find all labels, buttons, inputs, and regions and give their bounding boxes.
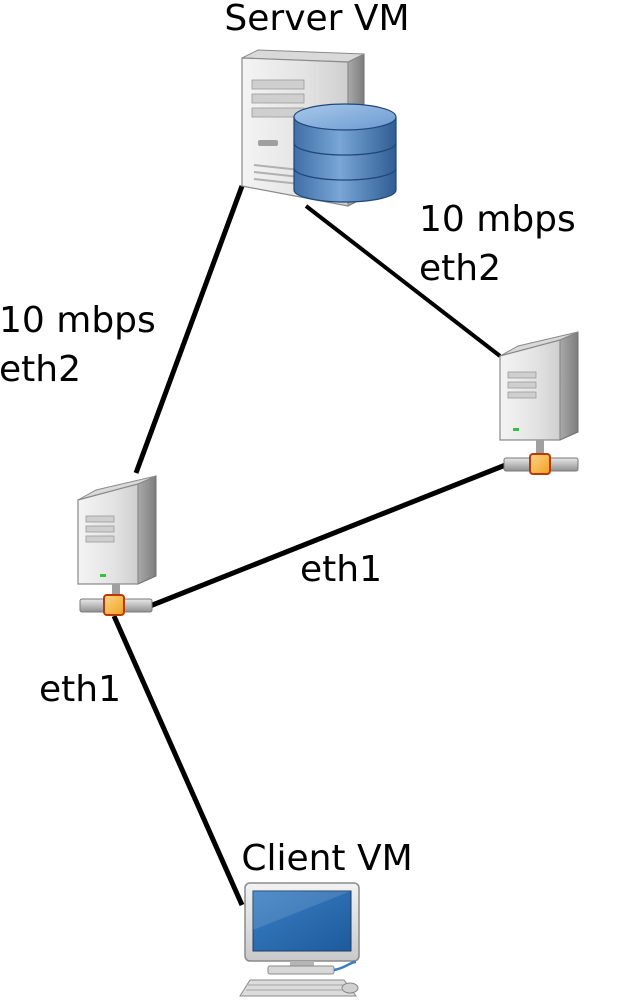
client-label: Client VM	[241, 838, 412, 879]
network-links	[111, 185, 509, 907]
link-left-router-client	[111, 614, 245, 907]
link-server-left-router	[133, 185, 245, 474]
link-labels: 10 mbps eth2 10 mbps eth2 eth1 eth1	[0, 199, 576, 710]
router-tower-icon	[77, 475, 157, 616]
link-interface-label-right: eth2	[419, 248, 501, 289]
right-router-node	[499, 331, 579, 475]
link-interface-label-client: eth1	[39, 669, 121, 710]
link-left-router-right-router	[149, 461, 509, 609]
link-speed-label-right: 10 mbps	[419, 199, 576, 240]
router-tower-icon	[499, 331, 579, 475]
link-speed-label-left: 10 mbps	[0, 300, 156, 341]
server-database-icon	[241, 49, 397, 207]
client-node: Client VM	[239, 838, 413, 997]
desktop-computer-icon	[239, 882, 360, 997]
left-router-node	[77, 475, 157, 616]
server-node: Server VM	[224, 0, 410, 207]
link-interface-label-middle: eth1	[300, 549, 382, 590]
link-interface-label-left: eth2	[0, 349, 81, 390]
server-label: Server VM	[224, 0, 409, 39]
link-server-right-router	[304, 204, 502, 358]
